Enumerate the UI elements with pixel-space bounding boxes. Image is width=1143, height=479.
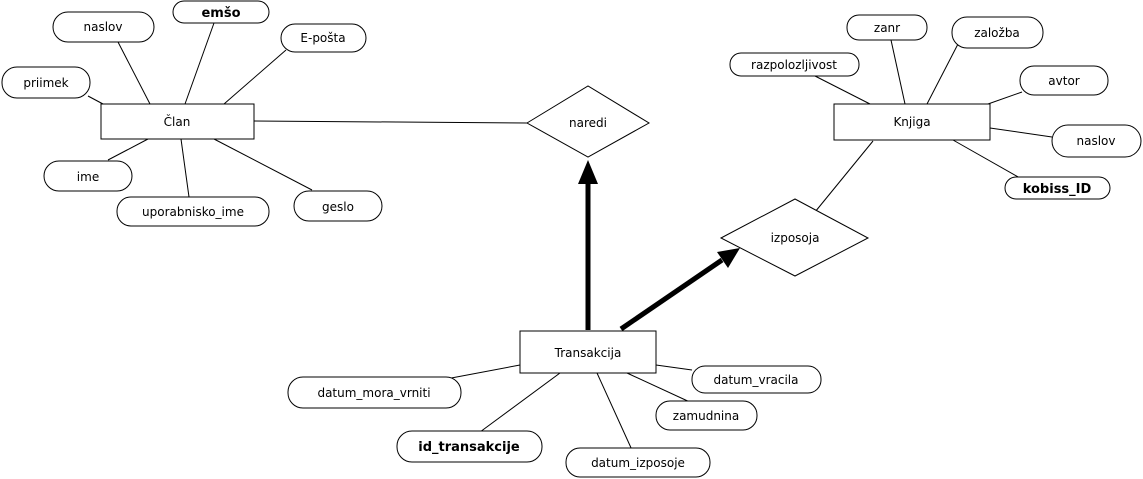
attr-clan-emso-label: emšo bbox=[201, 6, 240, 21]
edge-transakcija-datum-mora-vrniti bbox=[445, 364, 521, 380]
attr-clan-naslov[interactable]: naslov bbox=[52, 11, 155, 43]
attr-knjiga-kobiss-id-label: kobiss_ID bbox=[1023, 182, 1092, 197]
relation-izposoja-label: izposoja bbox=[771, 231, 820, 245]
relation-izposoja[interactable]: izposoja bbox=[719, 198, 870, 277]
arrow-transakcija-izposoja bbox=[619, 257, 724, 332]
attr-clan-priimek-label: priimek bbox=[23, 76, 68, 90]
entity-transakcija-label: Transakcija bbox=[554, 346, 622, 360]
relation-naredi-label: naredi bbox=[569, 116, 607, 130]
attr-knjiga-zalozba[interactable]: založba bbox=[951, 16, 1044, 49]
attr-transakcija-datum-mora-vrniti-label: datum_mora_vrniti bbox=[317, 386, 430, 400]
edge-clan-eposta bbox=[223, 49, 287, 105]
attr-clan-naslov-label: naslov bbox=[84, 20, 123, 34]
edge-clan-naslov bbox=[117, 41, 151, 105]
attr-knjiga-razpolozljivost-label: razpolozljivost bbox=[751, 58, 837, 72]
edge-clan-uporabnisko-ime bbox=[180, 138, 190, 198]
attr-knjiga-zanr[interactable]: zanr bbox=[846, 14, 928, 41]
edge-clan-ime bbox=[107, 138, 149, 161]
entity-transakcija[interactable]: Transakcija bbox=[519, 330, 657, 374]
entity-clan-label: Član bbox=[164, 114, 191, 129]
edge-clan-geslo bbox=[213, 138, 313, 191]
edge-knjiga-izposoja bbox=[814, 140, 874, 213]
attr-transakcija-zamudnina[interactable]: zamudnina bbox=[655, 400, 758, 431]
edge-knjiga-zalozba bbox=[926, 43, 959, 105]
edge-transakcija-datum-izposoje bbox=[596, 372, 633, 451]
entity-knjiga-label: Knjiga bbox=[893, 115, 930, 129]
relation-naredi[interactable]: naredi bbox=[526, 85, 650, 158]
attr-clan-geslo[interactable]: geslo bbox=[293, 190, 383, 222]
attr-transakcija-datum-vracila[interactable]: datum_vracila bbox=[691, 365, 822, 394]
attr-clan-eposta[interactable]: E-pošta bbox=[280, 23, 367, 53]
arrowhead-izposoja bbox=[717, 248, 740, 268]
attr-clan-uporabnisko-ime[interactable]: uporabnisko_ime bbox=[116, 196, 270, 227]
attr-transakcija-datum-izposoje-label: datum_izposoje bbox=[591, 456, 685, 470]
edge-transakcija-datum-vracila bbox=[655, 364, 693, 371]
attr-knjiga-zanr-label: zanr bbox=[874, 21, 900, 35]
edge-knjiga-naslov bbox=[989, 127, 1053, 138]
attr-transakcija-id-transakcije[interactable]: id_transakcije bbox=[396, 430, 543, 463]
attr-clan-uporabnisko-ime-label: uporabnisko_ime bbox=[142, 205, 244, 219]
edge-clan-naredi bbox=[253, 120, 528, 124]
entity-clan[interactable]: Član bbox=[100, 103, 255, 140]
edge-transakcija-zamudnina bbox=[626, 372, 693, 404]
attr-knjiga-razpolozljivost[interactable]: razpolozljivost bbox=[729, 52, 860, 77]
arrowhead-naredi bbox=[578, 160, 598, 184]
connectors bbox=[87, 22, 1053, 451]
edge-knjiga-avtor bbox=[987, 91, 1023, 105]
attr-knjiga-avtor[interactable]: avtor bbox=[1019, 65, 1109, 96]
edge-clan-priimek bbox=[87, 95, 104, 105]
attr-knjiga-zalozba-label: založba bbox=[974, 26, 1020, 40]
attr-clan-ime-label: ime bbox=[77, 170, 99, 184]
edge-transakcija-id-transakcije bbox=[479, 372, 561, 433]
attr-clan-eposta-label: E-pošta bbox=[300, 31, 345, 45]
edge-clan-emso bbox=[184, 22, 215, 105]
attr-knjiga-kobiss-id[interactable]: kobiss_ID bbox=[1004, 176, 1111, 200]
attr-knjiga-avtor-label: avtor bbox=[1048, 74, 1080, 88]
attr-transakcija-id-transakcije-label: id_transakcije bbox=[418, 440, 520, 455]
attr-transakcija-datum-izposoje[interactable]: datum_izposoje bbox=[565, 447, 711, 478]
attr-clan-geslo-label: geslo bbox=[322, 200, 354, 214]
edge-knjiga-zanr bbox=[890, 39, 906, 105]
attr-clan-ime[interactable]: ime bbox=[43, 160, 133, 192]
attr-clan-priimek[interactable]: priimek bbox=[1, 66, 91, 99]
attr-transakcija-zamudnina-label: zamudnina bbox=[673, 409, 739, 423]
attr-knjiga-naslov[interactable]: naslov bbox=[1051, 124, 1142, 158]
attr-transakcija-datum-vracila-label: datum_vracila bbox=[714, 373, 799, 387]
entity-knjiga[interactable]: Knjiga bbox=[833, 103, 991, 141]
edge-knjiga-kobiss-id bbox=[952, 139, 1021, 179]
attr-transakcija-datum-mora-vrniti[interactable]: datum_mora_vrniti bbox=[287, 376, 462, 409]
attr-clan-emso[interactable]: emšo bbox=[172, 0, 270, 24]
edge-knjiga-razpolozljivost bbox=[814, 75, 871, 105]
attr-knjiga-naslov-label: naslov bbox=[1077, 134, 1116, 148]
